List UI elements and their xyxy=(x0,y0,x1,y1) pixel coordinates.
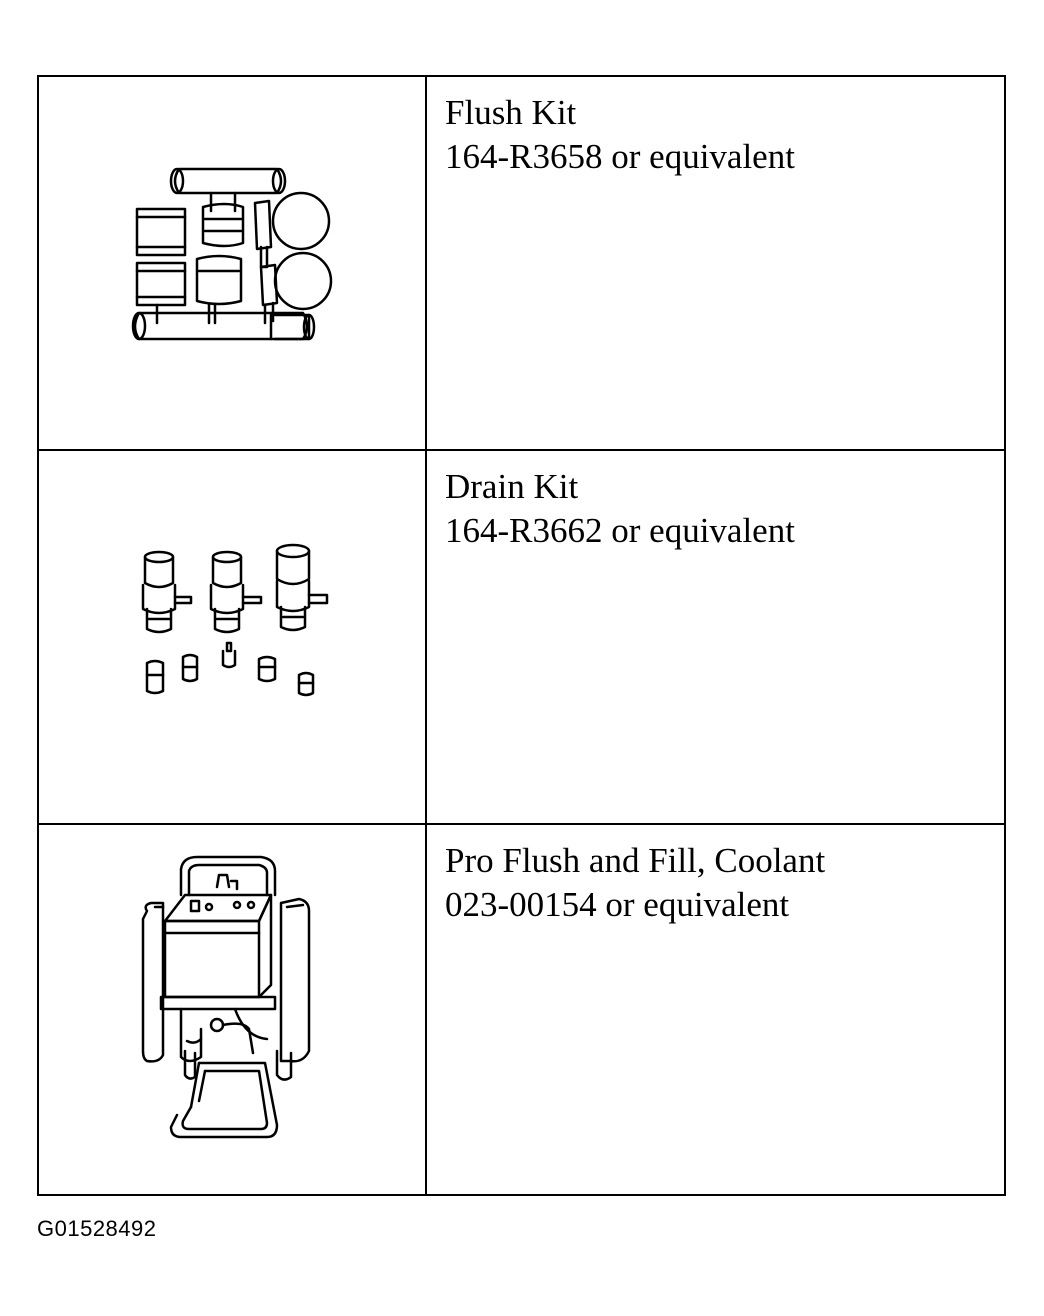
flush-kit-illustration-cell xyxy=(39,77,427,451)
drain-kit-illustration-icon xyxy=(141,543,329,697)
coolant-flush-machine-description: Pro Flush and Fill, Coolant 023-00154 or… xyxy=(427,825,1004,1194)
coolant-flush-machine-illustration-cell xyxy=(39,825,427,1194)
tool-part-number: 164-R3658 or equivalent xyxy=(445,137,795,176)
flush-kit-illustration-icon xyxy=(131,167,333,341)
tool-part-number: 164-R3662 or equivalent xyxy=(445,511,795,550)
flush-kit-description: Flush Kit 164-R3658 or equivalent xyxy=(427,77,1004,451)
drain-kit-illustration-cell xyxy=(39,451,427,825)
coolant-flush-machine-illustration-icon xyxy=(141,855,311,1139)
tool-name: Flush Kit xyxy=(445,93,577,132)
tools-table: Flush Kit 164-R3658 or equivalent xyxy=(37,75,1006,1196)
figure-id: G01528492 xyxy=(37,1216,157,1241)
tool-name: Pro Flush and Fill, Coolant xyxy=(445,841,826,880)
tool-part-number: 023-00154 or equivalent xyxy=(445,885,790,924)
drain-kit-description: Drain Kit 164-R3662 or equivalent xyxy=(427,451,1004,825)
tool-name: Drain Kit xyxy=(445,467,579,506)
